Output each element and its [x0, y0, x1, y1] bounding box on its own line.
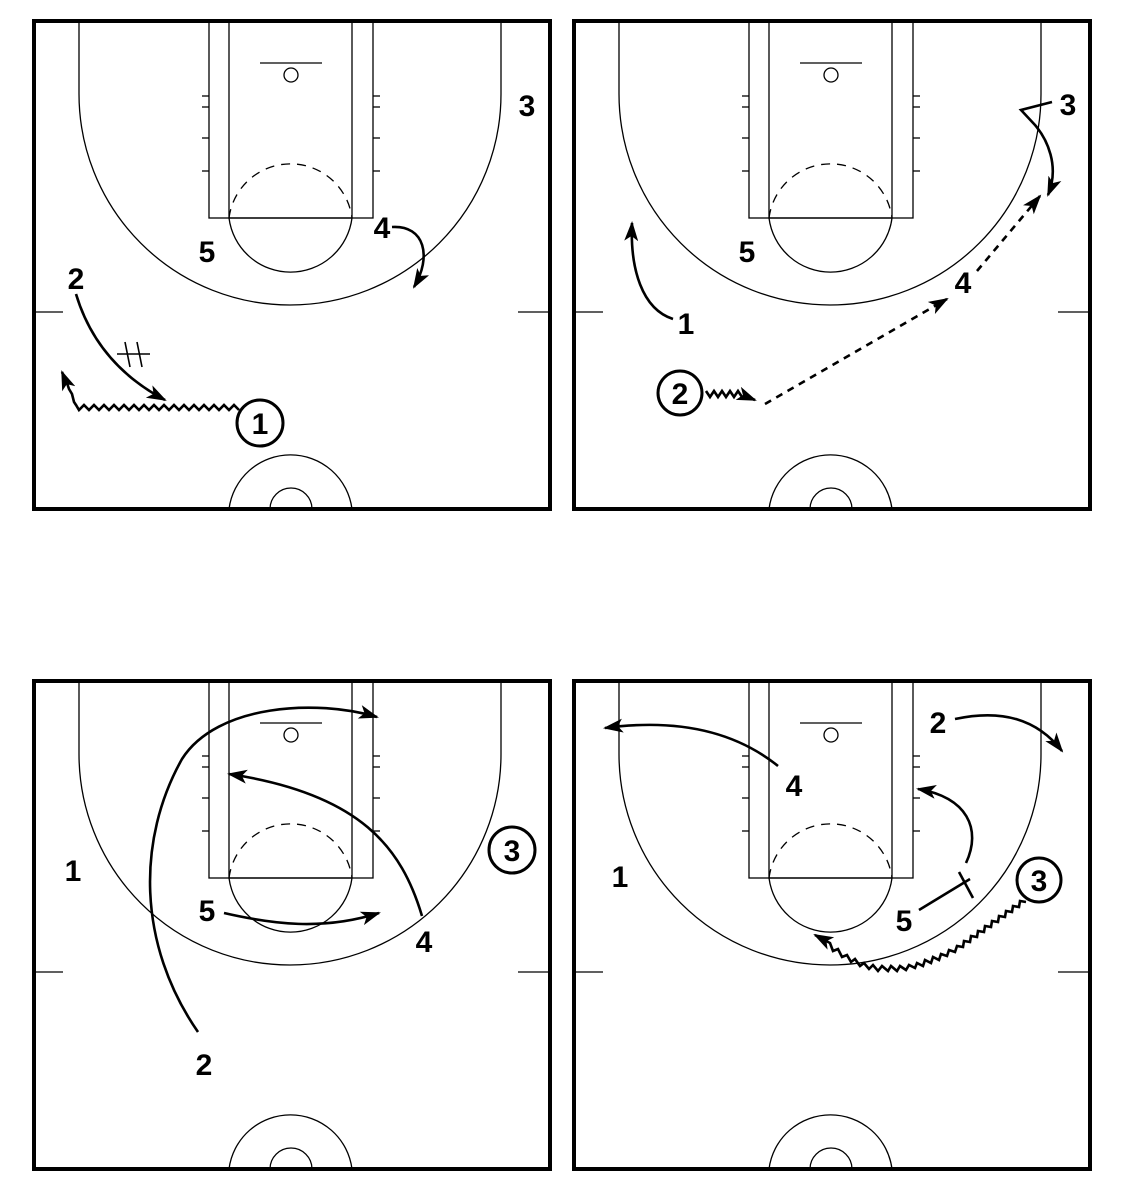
dribble-path-2	[704, 386, 757, 402]
player-2: 2	[196, 1049, 213, 1082]
rim	[823, 727, 839, 743]
player-2: 2	[672, 378, 689, 411]
player-3: 3	[1031, 865, 1048, 898]
inner-lane	[228, 20, 353, 219]
player-5: 5	[199, 236, 216, 269]
cut-path-4	[391, 225, 430, 289]
player-5: 5	[199, 895, 216, 928]
half-court-lines	[32, 679, 552, 1171]
center-small-circle	[809, 1147, 853, 1170]
free-throw-circle-bottom	[228, 877, 353, 933]
pass-2-to-4	[764, 297, 949, 406]
three-point-arc	[618, 681, 1042, 966]
free-throw-circle-bottom	[228, 217, 353, 273]
pass-4-to-3	[976, 194, 1042, 272]
play-diagram-2: 1 2 3 4 5	[572, 19, 1092, 511]
inner-lane	[768, 20, 893, 219]
player-4: 4	[416, 926, 433, 959]
dribble-path-3	[813, 899, 1027, 974]
player-4: 4	[786, 770, 803, 803]
cut-path-5	[223, 911, 381, 926]
play-diagram-4: 1 2 3 4 5	[572, 679, 1092, 1171]
cut-path-2	[148, 705, 379, 1033]
ball-handler-ring	[656, 369, 704, 417]
player-2: 2	[68, 263, 85, 296]
rim	[283, 67, 299, 83]
half-court-lines	[32, 19, 552, 511]
ball-handler-ring	[1015, 856, 1063, 904]
half-court-lines	[572, 19, 1092, 511]
v-cut-path-3	[1018, 100, 1062, 197]
cut-path-1	[624, 221, 674, 321]
cut-path-2	[74, 293, 167, 402]
play-diagram-1: 1 2 3 4 5	[32, 19, 552, 511]
player-5: 5	[896, 905, 913, 938]
three-point-arc	[78, 21, 502, 306]
inner-lane	[768, 680, 893, 879]
player-5: 5	[739, 236, 756, 269]
roll-path-5	[916, 785, 974, 864]
player-1: 1	[65, 855, 82, 888]
center-small-circle	[809, 487, 853, 510]
half-court-lines	[572, 679, 1092, 1171]
ball-handler-ring	[235, 398, 285, 448]
center-small-circle	[269, 1147, 313, 1170]
player-1: 1	[678, 308, 695, 341]
dribble-path-1	[60, 370, 240, 413]
court-boundary	[32, 679, 552, 1171]
player-3: 3	[1060, 89, 1077, 122]
player-4: 4	[955, 267, 972, 300]
cut-path-4	[227, 769, 424, 917]
free-throw-circle-bottom	[768, 217, 893, 273]
cut-path-2	[954, 713, 1064, 753]
court-boundary	[572, 679, 1092, 1171]
shot-fake-marker	[117, 341, 150, 368]
center-circle	[768, 454, 893, 510]
cut-path-4	[603, 718, 779, 768]
rim	[283, 727, 299, 743]
free-throw-circle-bottom	[768, 877, 893, 933]
court-boundary	[32, 19, 552, 511]
player-4: 4	[374, 212, 391, 245]
rim	[823, 67, 839, 83]
player-1: 1	[612, 861, 629, 894]
three-point-arc	[78, 681, 502, 966]
center-circle	[228, 454, 353, 510]
court-boundary	[572, 19, 1092, 511]
screen-path-5	[918, 877, 971, 912]
player-1: 1	[252, 408, 269, 441]
player-3: 3	[519, 90, 536, 123]
three-point-arc	[618, 21, 1042, 306]
ball-handler-ring	[487, 825, 537, 875]
player-3: 3	[504, 835, 521, 868]
player-2: 2	[930, 707, 947, 740]
center-small-circle	[269, 487, 313, 510]
play-diagram-3: 1 2 3 4 5	[32, 679, 552, 1171]
center-circle	[768, 1114, 893, 1170]
screen-marker	[957, 871, 975, 899]
center-circle	[228, 1114, 353, 1170]
